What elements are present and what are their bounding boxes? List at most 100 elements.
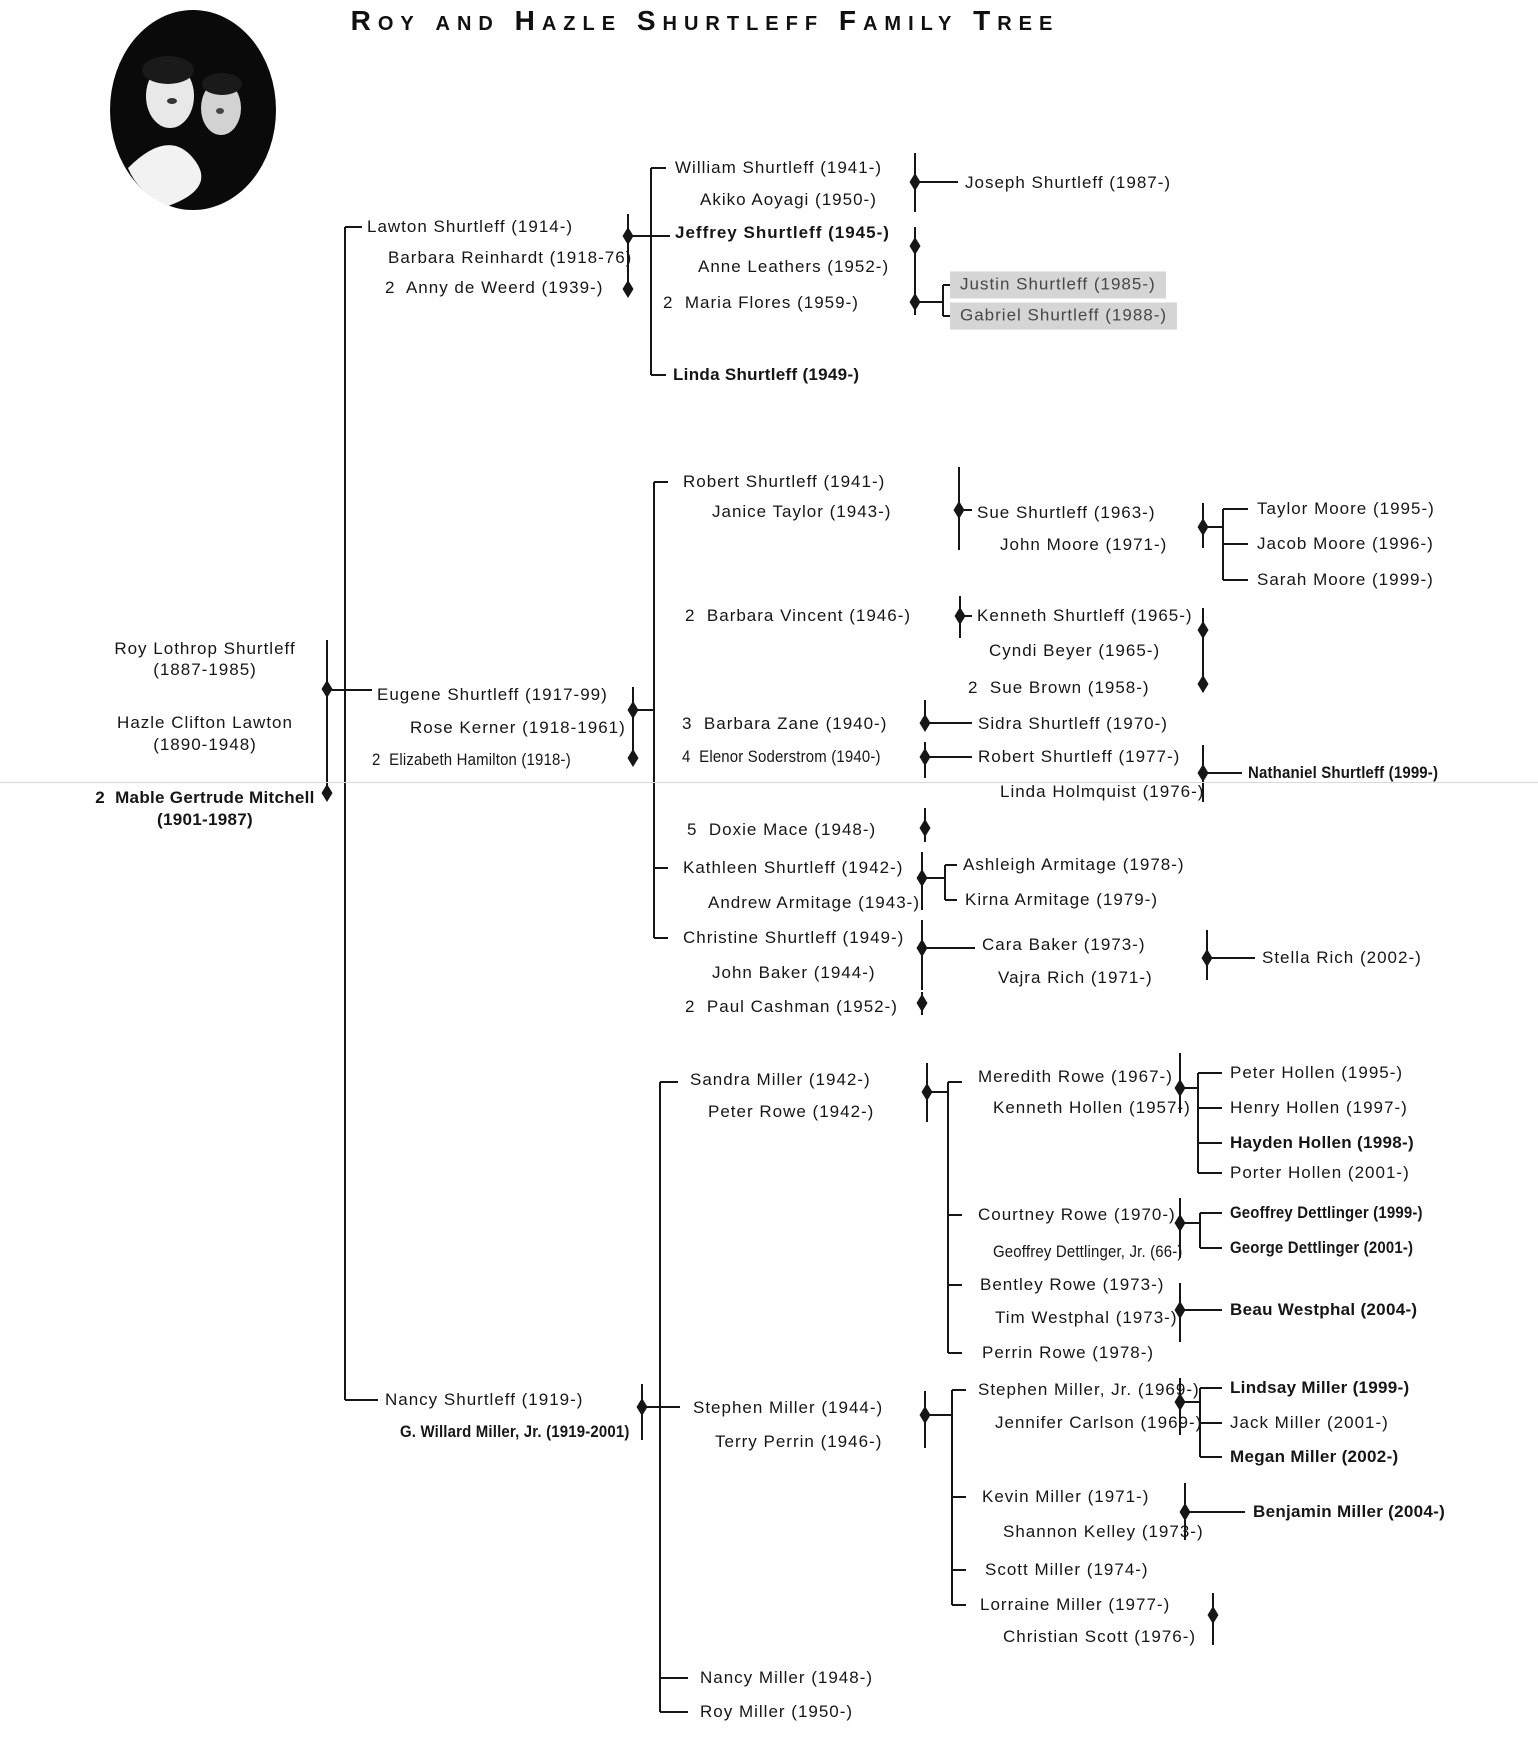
person-linda: Linda Shurtleff (1949-) [673,365,860,384]
person-robert-jr: Robert Shurtleff (1977-) [978,747,1181,766]
marriage-diamond-icon [1197,764,1209,782]
marriage-diamond-icon [919,1406,931,1424]
marriage-diamond-icon [919,714,931,732]
person-sarah-moore: Sarah Moore (1999-) [1257,570,1434,589]
scan-artifact-line [0,782,1538,783]
person-terry-perrin: Terry Perrin (1946-) [715,1432,883,1451]
marriage-diamond-icon [916,994,928,1012]
person-porter-hollen: Porter Hollen (2001-) [1230,1163,1410,1182]
marriage-diamond-icon [627,701,639,719]
person-rose-kerner: Rose Kerner (1918-1961) [410,718,626,737]
marriage-diamond-icon [1197,621,1209,639]
person-stephen-miller: Stephen Miller (1944-) [693,1398,884,1417]
person-lawton: Lawton Shurtleff (1914-) [367,217,574,236]
marriage-diamond-icon [321,680,333,698]
marriage-diamond-icon [1174,1301,1186,1319]
marriage-diamond-icon [1174,1079,1186,1097]
person-courtney-rowe: Courtney Rowe (1970-) [978,1205,1176,1224]
marriage-diamond-icon [636,1398,648,1416]
person-peter-hollen: Peter Hollen (1995-) [1230,1063,1404,1082]
marriage-diamond-icon [1197,675,1209,693]
person-willard-miller: G. Willard Miller, Jr. (1919-2001) [400,1422,630,1441]
person-geoffrey-dettlinger-jr: Geoffrey Dettlinger, Jr. (66-) [993,1242,1183,1261]
person-anne-leathers: Anne Leathers (1952-) [698,257,890,276]
person-mable: 2 Mable Gertrude Mitchell [95,788,315,807]
marriage-diamond-icon [909,237,921,255]
person-christian-scott: Christian Scott (1976-) [1003,1627,1197,1646]
person-elizabeth-hamilton: 2 Elizabeth Hamilton (1918-) [372,750,571,769]
person-sandra-miller: Sandra Miller (1942-) [690,1070,871,1089]
person-janice-taylor: Janice Taylor (1943-) [712,502,892,521]
person-nancy: Nancy Shurtleff (1919-) [385,1390,584,1409]
marriage-diamond-icon [909,173,921,191]
person-jack-miller: Jack Miller (2001-) [1230,1413,1389,1432]
marriage-diamond-icon [921,1083,933,1101]
person-beau-westphal: Beau Westphal (2004-) [1230,1300,1418,1319]
person-mable-dates: (1901-1987) [157,810,253,829]
person-nathaniel: Nathaniel Shurtleff (1999-) [1248,763,1439,782]
marriage-diamond-icon [916,869,928,887]
person-stella-rich: Stella Rich (2002-) [1262,948,1422,967]
person-kevin-miller: Kevin Miller (1971-) [982,1487,1150,1506]
person-william: William Shurtleff (1941-) [675,158,883,177]
person-sue-brown: 2 Sue Brown (1958-) [968,678,1150,697]
person-jacob-moore: Jacob Moore (1996-) [1257,534,1434,553]
person-henry-hollen: Henry Hollen (1997-) [1230,1098,1408,1117]
person-george-dettlinger: George Dettlinger (2001-) [1230,1238,1414,1257]
person-bentley-rowe: Bentley Rowe (1973-) [980,1275,1165,1294]
person-akiko: Akiko Aoyagi (1950-) [700,190,877,209]
person-kenneth-hollen: Kenneth Hollen (1957-) [993,1098,1191,1117]
person-robert: Robert Shurtleff (1941-) [683,472,886,491]
person-megan-miller: Megan Miller (2002-) [1230,1447,1399,1466]
person-paul-cashman: 2 Paul Cashman (1952-) [685,997,898,1016]
person-andrew-armitage: Andrew Armitage (1943-) [708,893,920,912]
person-eugene: Eugene Shurtleff (1917-99) [377,685,608,704]
person-roy-lothrop: Roy Lothrop Shurtleff [114,639,296,658]
person-barbara-zane: 3 Barbara Zane (1940-) [682,714,888,733]
person-jennifer-carlson: Jennifer Carlson (1969-) [995,1413,1203,1432]
person-stephen-jr: Stephen Miller, Jr. (1969-) [978,1380,1200,1399]
person-roy-miller: Roy Miller (1950-) [700,1702,854,1721]
marriage-diamond-icon [1179,1503,1191,1521]
marriage-diamond-icon [953,501,965,519]
person-john-baker: John Baker (1944-) [712,963,876,982]
marriage-diamond-icon [622,227,634,245]
person-barbara-reinhardt: Barbara Reinhardt (1918-76) [388,248,633,267]
person-maria-flores: 2 Maria Flores (1959-) [663,293,859,312]
marriage-diamond-icon [627,749,639,767]
person-geoffrey-dettlinger: Geoffrey Dettlinger (1999-) [1230,1203,1423,1222]
marriage-diamonds [321,173,1219,1624]
person-lorraine-miller: Lorraine Miller (1977-) [980,1595,1171,1614]
person-barbara-vincent: 2 Barbara Vincent (1946-) [685,606,912,625]
person-anny-de-weerd: 2 Anny de Weerd (1939-) [385,278,604,297]
person-cara-baker: Cara Baker (1973-) [982,935,1146,954]
marriage-diamond-icon [916,939,928,957]
person-joseph: Joseph Shurtleff (1987-) [965,173,1172,192]
person-peter-rowe: Peter Rowe (1942-) [708,1102,875,1121]
person-lindsay-miller: Lindsay Miller (1999-) [1230,1378,1410,1397]
person-hazle-dates: (1890-1948) [153,735,257,754]
marriage-diamond-icon [909,293,921,311]
marriage-diamond-icon [1207,1606,1219,1624]
person-meredith-rowe: Meredith Rowe (1967-) [978,1067,1173,1086]
marriage-diamond-icon [321,784,333,802]
marriage-diamond-icon [622,280,634,298]
marriage-diamond-icon [919,748,931,766]
marriage-diamond-icon [1201,949,1213,967]
person-kirna-armitage: Kirna Armitage (1979-) [965,890,1159,909]
person-gabriel: Gabriel Shurtleff (1988-) [950,302,1178,330]
person-kathleen: Kathleen Shurtleff (1942-) [683,858,904,877]
person-hayden-hollen: Hayden Hollen (1998-) [1230,1133,1414,1152]
marriage-diamond-icon [919,819,931,837]
person-christine: Christine Shurtleff (1949-) [683,928,905,947]
family-photo [110,10,276,210]
person-linda-holmquist: Linda Holmquist (1976-) [1000,782,1205,801]
person-sue: Sue Shurtleff (1963-) [977,503,1156,522]
person-benjamin-miller: Benjamin Miller (2004-) [1253,1502,1446,1521]
person-taylor-moore: Taylor Moore (1995-) [1257,499,1435,518]
person-shannon-kelley: Shannon Kelley (1973-) [1003,1522,1204,1541]
marriage-diamond-icon [954,607,966,625]
person-doxie-mace: 5 Doxie Mace (1948-) [687,820,877,839]
